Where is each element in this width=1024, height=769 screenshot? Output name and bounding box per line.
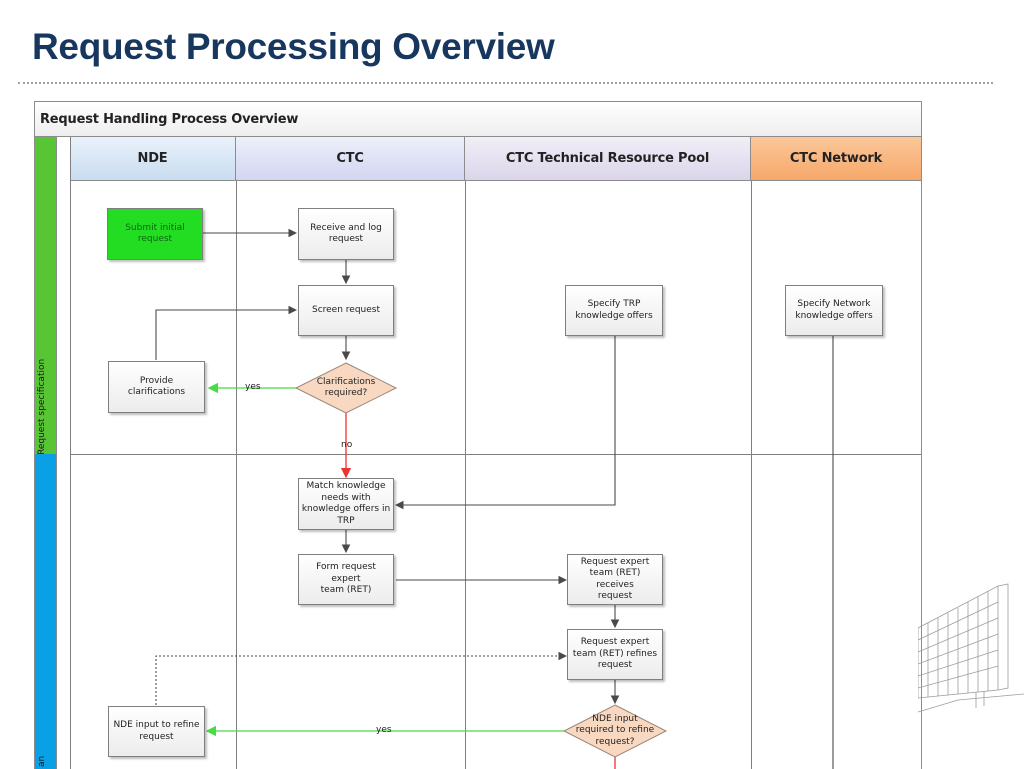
node-nde-input-refine: NDE input to refine request xyxy=(108,706,205,757)
building-sketch-image xyxy=(918,583,1024,713)
lane-header-ctc: CTC xyxy=(236,137,465,181)
phase-band-second: an xyxy=(35,454,57,769)
lane-header-ctc-network: CTC Network xyxy=(751,137,921,181)
node-submit-initial-request: Submit initial request xyxy=(107,208,203,260)
node-form-ret: Form request expert team (RET) xyxy=(298,554,394,605)
lane-divider-left xyxy=(70,137,71,769)
swimlane-diagram: Request Handling Process Overview Reques… xyxy=(34,101,922,769)
node-screen-request: Screen request xyxy=(298,285,394,336)
node-receive-and-log-request: Receive and log request xyxy=(298,208,394,260)
decision-nde-input-shape xyxy=(562,704,668,758)
edge-label-yes-refine: yes xyxy=(376,725,392,735)
node-match-knowledge: Match knowledge needs with knowledge off… xyxy=(298,478,394,530)
decision-clarifications-label: Clarifications required? xyxy=(316,376,376,399)
lane-header-nde: NDE xyxy=(70,137,236,181)
slide-title: Request Processing Overview xyxy=(32,26,555,67)
lane-divider-trp-network xyxy=(751,181,752,769)
lane-divider-nde-ctc xyxy=(236,181,237,769)
lane-header-trp: CTC Technical Resource Pool xyxy=(465,137,751,181)
node-provide-clarifications: Provide clarifications xyxy=(108,361,205,413)
node-specify-trp-offers: Specify TRP knowledge offers xyxy=(565,285,663,336)
title-divider xyxy=(18,82,993,84)
node-ret-receives-request: Request expert team (RET) receives reque… xyxy=(567,554,663,605)
node-ret-refines-request: Request expert team (RET) refines reques… xyxy=(567,629,663,680)
flow-connectors xyxy=(155,228,834,769)
lane-divider-ctc-trp xyxy=(465,181,466,769)
decision-nde-input-label: NDE input required to refine request? xyxy=(575,713,655,747)
phase-band-request-specification: Request specification xyxy=(35,137,57,455)
diagram-title: Request Handling Process Overview xyxy=(40,112,299,127)
decision-clarifications-shape xyxy=(294,362,398,414)
edge-label-no-clarify: no xyxy=(341,440,353,450)
arrow-nde-input-to-refines xyxy=(155,651,568,705)
arrow-trp-offers-to-match xyxy=(394,336,616,510)
node-specify-network-offers: Specify Network knowledge offers xyxy=(785,285,883,336)
diagram-header: Request Handling Process Overview xyxy=(35,102,921,137)
phase-divider xyxy=(70,454,921,455)
arrow-provide-to-screen xyxy=(155,305,298,360)
edge-label-yes-clarify: yes xyxy=(245,382,261,392)
